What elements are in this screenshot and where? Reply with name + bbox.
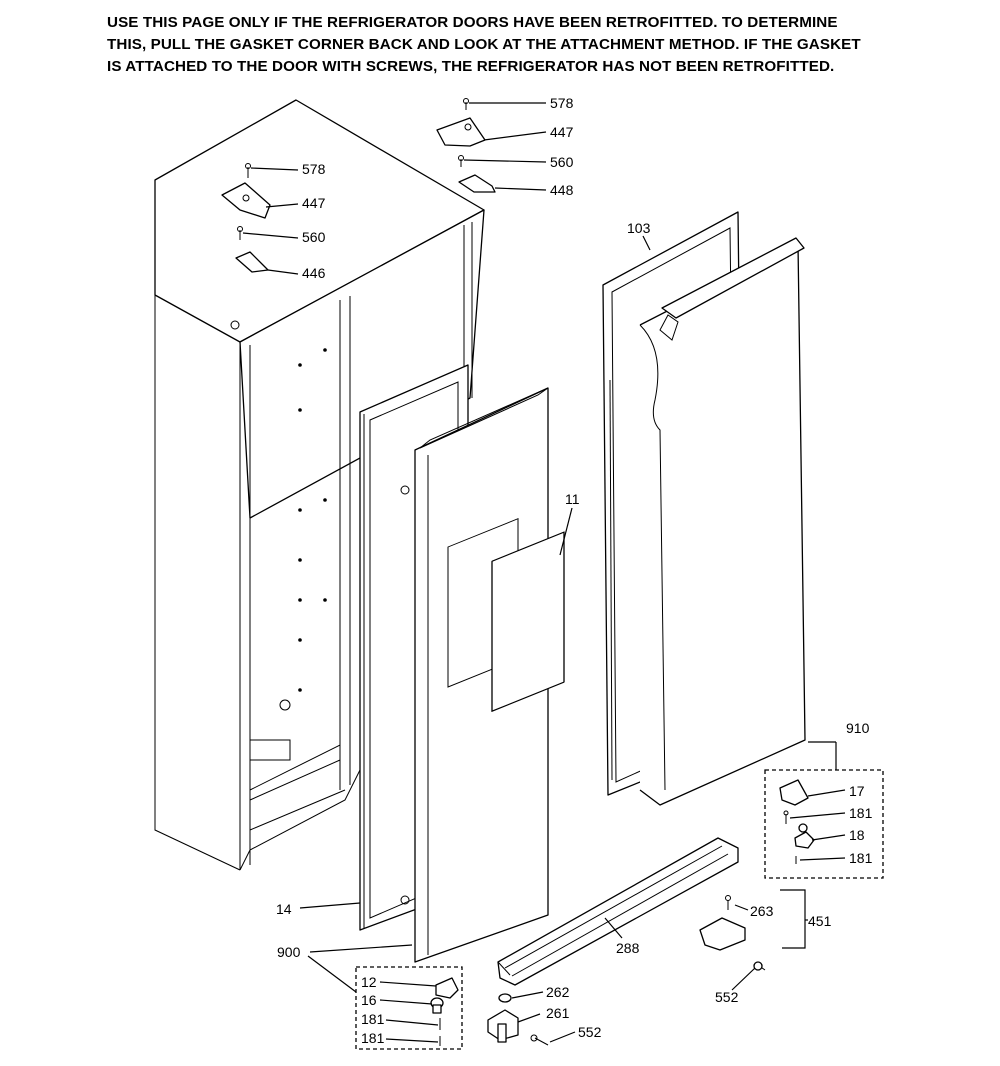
- leader-lines: [242, 102, 846, 1043]
- callout-552-bottom: 552: [578, 1024, 602, 1040]
- callout-261: 261: [546, 1005, 570, 1021]
- freezer-door: [400, 387, 565, 963]
- callout-181-b: 181: [361, 1030, 385, 1046]
- callout-552-right: 552: [715, 989, 739, 1005]
- callout-103: 103: [627, 220, 651, 236]
- callout-11: 11: [565, 491, 580, 507]
- callout-263: 263: [750, 903, 774, 919]
- callout-451: 451: [808, 913, 832, 929]
- top-left-hinge-parts: [221, 163, 271, 273]
- bottom-left-hinge-parts: [487, 993, 549, 1046]
- callout-560-right: 560: [550, 154, 574, 170]
- right-hinge-parts: [699, 895, 766, 971]
- fresh-food-hinge-kit: [764, 769, 884, 879]
- retrofit-notice: USE THIS PAGE ONLY IF THE REFRIGERATOR D…: [107, 12, 987, 78]
- callout-447-right: 447: [550, 124, 574, 140]
- callout-18: 18: [849, 827, 865, 843]
- callout-288: 288: [616, 940, 640, 956]
- top-right-hinge-parts: [436, 98, 496, 193]
- callout-14: 14: [276, 901, 292, 917]
- notice-line-3: IS ATTACHED TO THE DOOR WITH SCREWS, THE…: [107, 58, 835, 75]
- notice-line-1: USE THIS PAGE ONLY IF THE REFRIGERATOR D…: [107, 14, 838, 31]
- callout-262: 262: [546, 984, 570, 1000]
- callout-17: 17: [849, 783, 865, 799]
- callout-578-right: 578: [550, 95, 574, 111]
- refrigerator-cabinet: [154, 99, 485, 871]
- bottom-grille: [497, 837, 739, 986]
- callout-560-left: 560: [302, 229, 326, 245]
- callout-910: 910: [846, 720, 870, 736]
- fresh-food-door: [639, 237, 806, 806]
- callout-16: 16: [361, 992, 377, 1008]
- callout-900: 900: [277, 944, 301, 960]
- callout-446: 446: [302, 265, 326, 281]
- callout-181-a: 181: [361, 1011, 385, 1027]
- part-callouts: 578 447 560 446 578 447 560 448 103 11 1…: [276, 95, 873, 1046]
- callout-12: 12: [361, 974, 377, 990]
- notice-line-2: THIS, PULL THE GASKET CORNER BACK AND LO…: [107, 36, 861, 53]
- callout-578-left: 578: [302, 161, 326, 177]
- freezer-hinge-kit: [355, 966, 463, 1050]
- callout-181-c: 181: [849, 805, 873, 821]
- callout-448: 448: [550, 182, 574, 198]
- callout-181-d: 181: [849, 850, 873, 866]
- callout-447-left: 447: [302, 195, 326, 211]
